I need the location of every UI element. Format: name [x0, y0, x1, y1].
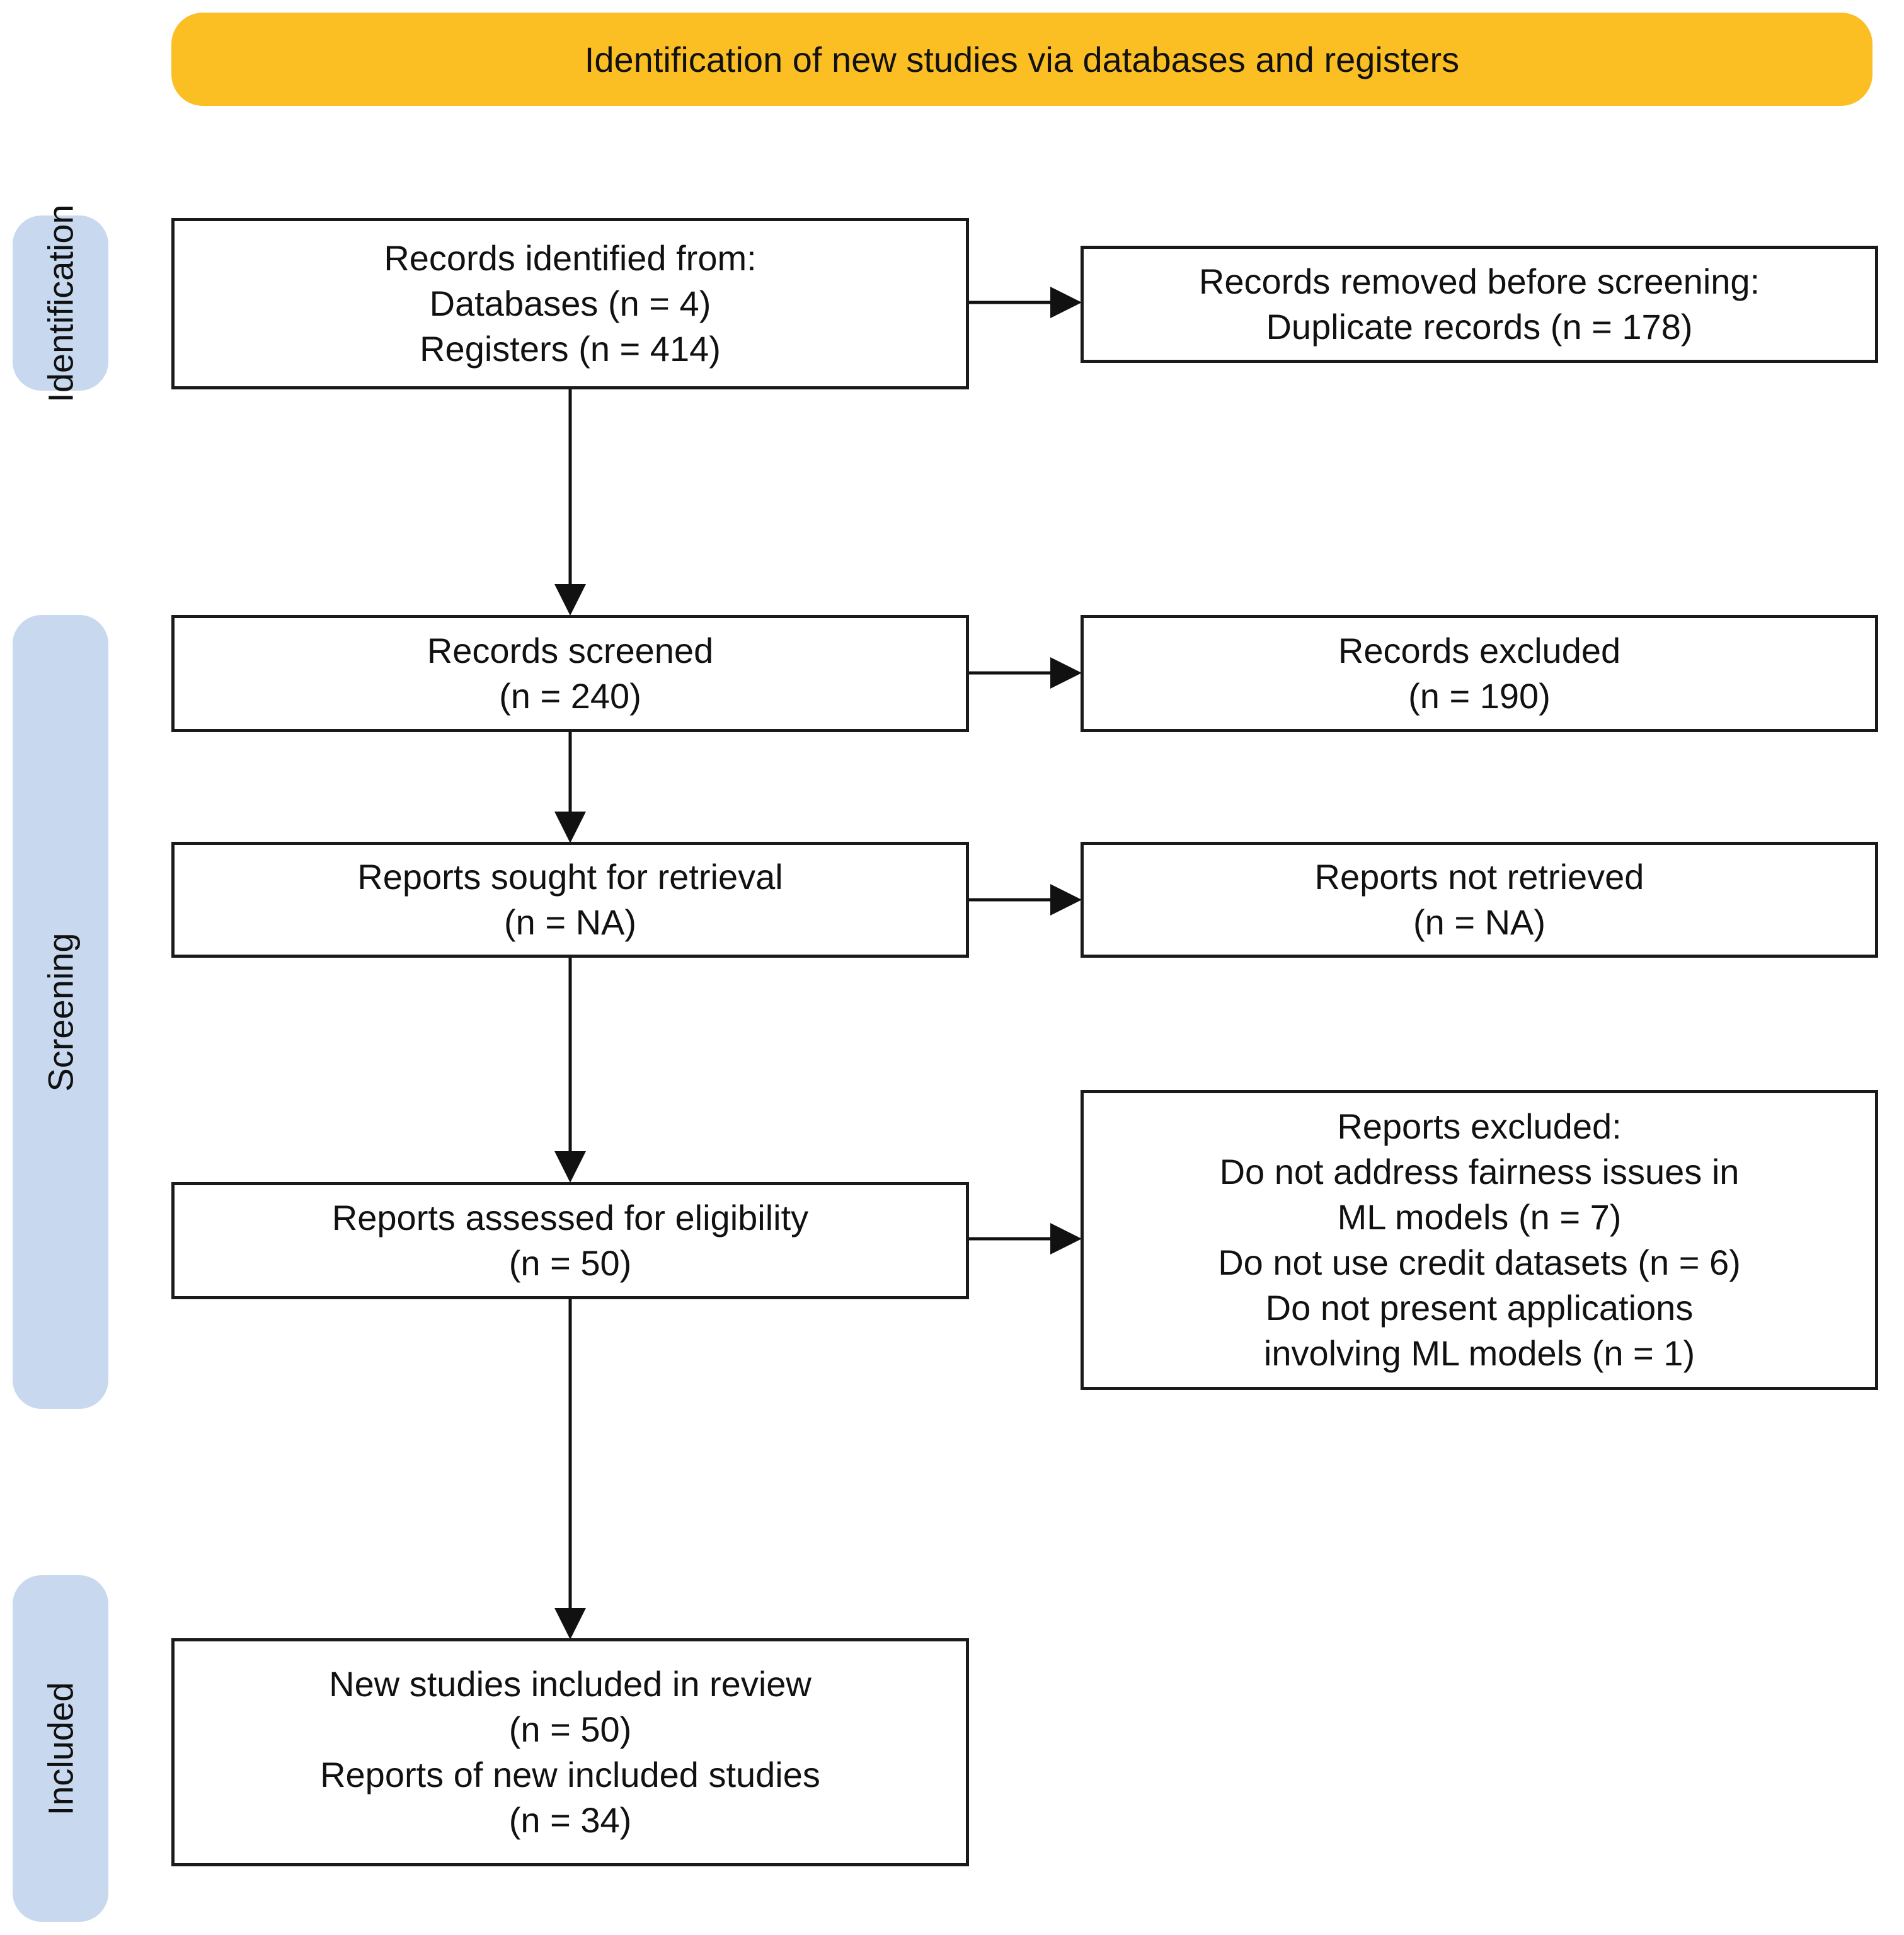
box-line: (n = 50): [508, 1709, 632, 1749]
box-line: (n = 240): [499, 676, 641, 716]
box-reports-excluded: Reports excluded: Do not address fairnes…: [1081, 1090, 1878, 1390]
box-records-identified: Records identified from: Databases (n = …: [171, 218, 969, 389]
box-line: (n = 34): [508, 1800, 632, 1840]
box-records-excluded: Records excluded (n = 190): [1081, 615, 1878, 732]
box-line: Reports assessed for eligibility: [331, 1198, 809, 1237]
stage-pill-included: [13, 1575, 108, 1922]
stage-pill-screening: [13, 615, 108, 1409]
box-reports-sought: Reports sought for retrieval (n = NA): [171, 842, 969, 958]
box-line: Do not address fairness issues in: [1219, 1152, 1740, 1191]
box-line: Do not use credit datasets (n = 6): [1218, 1243, 1741, 1282]
box-reports-not-retrieved: Reports not retrieved (n = NA): [1081, 842, 1878, 958]
box-line: Registers (n = 414): [420, 329, 721, 369]
box-line: involving ML models (n = 1): [1263, 1333, 1695, 1373]
box-line: Do not present applications: [1265, 1288, 1694, 1328]
box-studies-included: New studies included in review (n = 50) …: [171, 1638, 969, 1866]
header-title: Identification of new studies via databa…: [584, 39, 1460, 79]
box-line: Records identified from:: [384, 238, 757, 278]
box-records-screened: Records screened (n = 240): [171, 615, 969, 732]
box-line: Databases (n = 4): [429, 284, 711, 323]
box-line: (n = 50): [508, 1243, 632, 1283]
box-line: New studies included in review: [329, 1664, 811, 1704]
stage-pill-identification: [13, 215, 108, 391]
box-reports-assessed: Reports assessed for eligibility (n = 50…: [171, 1182, 969, 1299]
box-line: Reports of new included studies: [320, 1755, 820, 1794]
box-line: (n = NA): [1413, 902, 1546, 942]
box-line: Duplicate records (n = 178): [1266, 307, 1693, 347]
box-line: Reports not retrieved: [1314, 857, 1644, 897]
box-line: (n = 190): [1408, 676, 1551, 716]
box-line: Records screened: [427, 631, 714, 670]
box-line: ML models (n = 7): [1337, 1197, 1622, 1237]
box-line: Records removed before screening:: [1198, 261, 1760, 301]
box-line: Reports excluded:: [1337, 1106, 1622, 1146]
box-line: (n = NA): [503, 902, 637, 942]
header-banner: Identification of new studies via databa…: [171, 13, 1872, 106]
box-line: Records excluded: [1338, 631, 1621, 670]
box-records-removed: Records removed before screening: Duplic…: [1081, 246, 1878, 363]
box-line: Reports sought for retrieval: [357, 857, 783, 897]
